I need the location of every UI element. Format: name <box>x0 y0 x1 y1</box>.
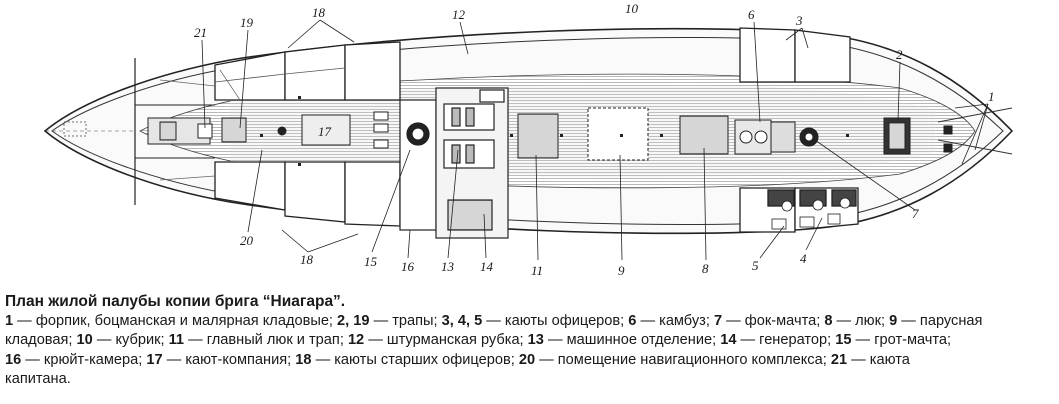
legend-text: кладовая; <box>5 332 77 349</box>
forepeak <box>883 107 1013 155</box>
legend-number: 7 <box>713 313 723 329</box>
legend-number: 9 <box>889 313 898 329</box>
callout-21: 21 <box>194 25 207 40</box>
wardroom <box>277 111 389 149</box>
legend-text: — крюйт-камера; <box>21 351 147 368</box>
upper-cabins <box>214 27 851 101</box>
callout-8: 8 <box>702 261 709 276</box>
figure-caption: План жилой палубы копии брига “Ниагара”.… <box>5 291 1055 389</box>
callout-9: 9 <box>618 263 625 278</box>
legend-text: — генератор; <box>736 332 836 349</box>
callout-10: 10 <box>625 1 639 16</box>
legend-text: — каюты офицеров; <box>482 313 629 329</box>
caption-line: капитана. <box>5 370 1055 389</box>
callout-14: 14 <box>480 259 494 274</box>
callout-17: 17 <box>318 124 332 139</box>
legend-text: — фок-мачта; <box>722 313 825 329</box>
legend-text: — каюта <box>847 351 910 368</box>
callout-6: 6 <box>748 7 755 22</box>
legend-text: — штурманская рубка; <box>364 332 528 349</box>
callout-4: 4 <box>800 251 807 266</box>
legend-number: 16 <box>5 351 22 368</box>
callout-7: 7 <box>912 206 919 221</box>
callout-labels: 21 19 18 12 10 6 3 2 1 17 7 20 18 15 16 … <box>194 1 995 278</box>
legend-number: 3, 4, 5 <box>441 313 483 329</box>
legend-number: 17 <box>146 351 163 368</box>
callout-5: 5 <box>752 258 759 273</box>
callout-18-bottom: 18 <box>300 252 314 267</box>
legend-text: — каюты старших офицеров; <box>311 351 519 368</box>
deck-plan: 21 19 18 12 10 6 3 2 1 17 7 20 18 15 16 … <box>43 1 1014 278</box>
legend-number: 13 <box>527 332 544 349</box>
legend-text: — помещение навигационного комплекса; <box>535 351 831 368</box>
callout-15: 15 <box>364 254 378 269</box>
callout-18-top: 18 <box>312 5 326 20</box>
legend-number: 15 <box>835 332 852 349</box>
legend-text: — трапы; <box>369 313 442 329</box>
caption-legend: 1 — форпик, боцманская и малярная кладов… <box>5 312 1055 389</box>
callout-1: 1 <box>988 89 995 104</box>
legend-number: 18 <box>295 351 312 368</box>
legend-number: 21 <box>830 351 848 368</box>
legend-number: 10 <box>76 332 93 349</box>
callout-2: 2 <box>896 47 903 62</box>
callout-16: 16 <box>401 259 415 274</box>
caption-line: кладовая; 10 — кубрик; 11 — главный люк … <box>5 331 1055 350</box>
legend-number: 1 <box>5 313 14 329</box>
legend-number: 14 <box>720 332 737 349</box>
legend-text: — главный люк и трап; <box>184 332 348 349</box>
leader-lines <box>201 19 989 261</box>
legend-text: — машинное отделение; <box>543 332 721 349</box>
callout-11: 11 <box>531 263 543 278</box>
callout-12: 12 <box>452 7 466 22</box>
legend-text: капитана. <box>5 370 71 387</box>
legend-text: — кубрик; <box>92 332 169 349</box>
legend-number: 2, 19 <box>337 313 370 329</box>
legend-number: 6 <box>628 313 637 329</box>
legend-number: 8 <box>824 313 833 329</box>
legend-number: 11 <box>168 332 185 349</box>
legend-number: 12 <box>347 332 365 349</box>
stern-compartments <box>134 58 247 205</box>
galley <box>734 119 819 155</box>
legend-text: — кают-компания; <box>162 351 296 368</box>
callout-19: 19 <box>240 15 254 30</box>
callout-13: 13 <box>441 259 455 274</box>
midship-block <box>399 87 509 239</box>
legend-text: — парусная <box>897 313 983 329</box>
legend-text: — форпик, боцманская и малярная кладовые… <box>13 313 338 329</box>
caption-title: План жилой палубы копии брига “Ниагара”. <box>5 293 346 310</box>
deck-fittings <box>260 96 849 166</box>
hatches <box>517 107 729 161</box>
legend-text: — грот-мачта; <box>851 332 952 349</box>
legend-text: — люк; <box>832 313 890 329</box>
legend-text: — камбуз; <box>636 313 714 329</box>
callout-20: 20 <box>240 233 254 248</box>
caption-line: 16 — крюйт-камера; 17 — кают-компания; 1… <box>5 351 1055 370</box>
callout-3: 3 <box>795 13 803 28</box>
legend-number: 20 <box>518 351 536 368</box>
lower-cabins <box>214 161 859 233</box>
caption-line: 1 — форпик, боцманская и малярная кладов… <box>5 312 1055 331</box>
